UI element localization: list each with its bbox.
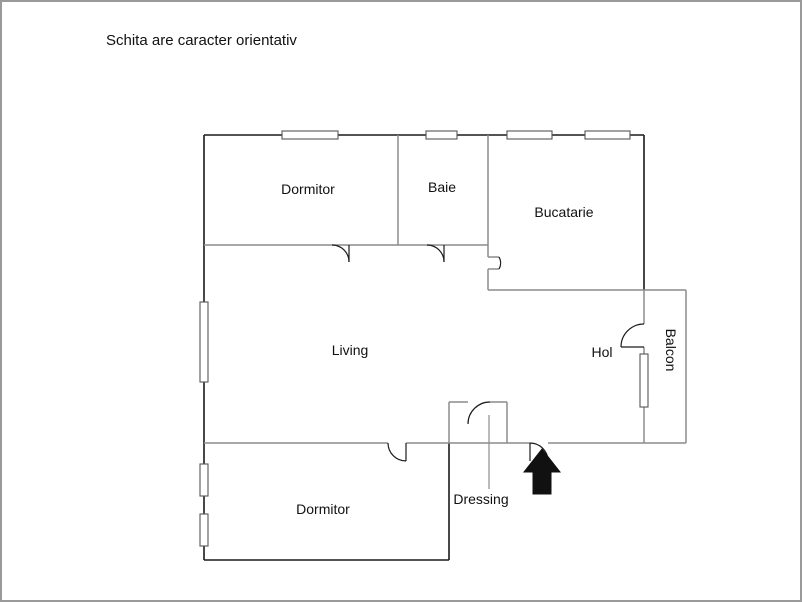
- room-label-bucatarie: Bucatarie: [534, 204, 593, 220]
- room-label-dormitor-top: Dormitor: [281, 181, 335, 197]
- room-label-dormitor-bottom: Dormitor: [296, 501, 350, 517]
- door-arc-balcon: [620, 323, 645, 348]
- door-arc-bucatarie: [498, 256, 502, 270]
- window-dormitor-bottom-2: [199, 513, 209, 547]
- outer-walls: [203, 134, 645, 561]
- window-balcon: [639, 353, 649, 408]
- room-label-balcon: Balcon: [663, 329, 679, 372]
- interior-walls: [204, 135, 687, 444]
- window-baie: [425, 130, 458, 140]
- door-arc-dormitor-top: [331, 244, 350, 263]
- window-bucatarie-1: [506, 130, 553, 140]
- page-title: Schita are caracter orientativ: [106, 32, 297, 49]
- room-label-baie: Baie: [428, 179, 456, 195]
- window-dormitor-top: [281, 130, 339, 140]
- window-living: [199, 301, 209, 383]
- room-label-hol: Hol: [591, 344, 612, 360]
- door-arc-baie: [426, 244, 445, 263]
- entrance-arrow: [522, 448, 562, 495]
- room-label-dressing: Dressing: [453, 491, 508, 507]
- door-arc-dressing: [467, 401, 491, 425]
- window-bucatarie-2: [584, 130, 631, 140]
- doors: [331, 244, 645, 462]
- window-dormitor-bottom-1: [199, 463, 209, 497]
- room-label-living: Living: [332, 342, 369, 358]
- door-arc-dormitor-bottom: [387, 442, 407, 462]
- windows: [199, 130, 649, 547]
